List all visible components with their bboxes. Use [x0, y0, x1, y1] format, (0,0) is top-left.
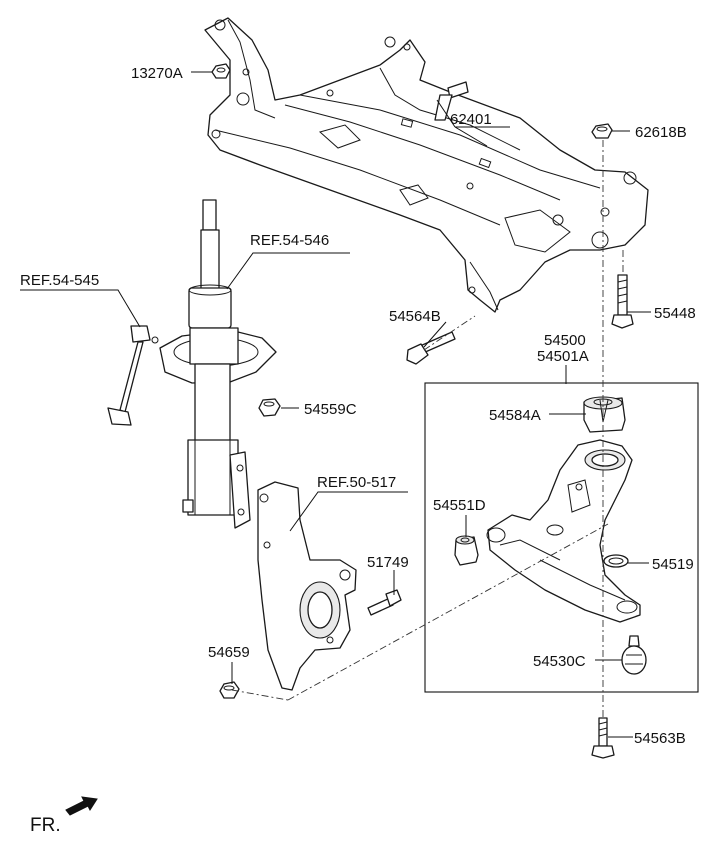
label-54501a: 54501A [537, 348, 589, 365]
strut-assembly [159, 199, 277, 529]
label-54584a: 54584A [489, 407, 541, 424]
bushing-54551d [454, 535, 479, 566]
assembly-center-lines [231, 140, 624, 720]
label-13270a: 13270A [131, 65, 183, 82]
label-54563b: 54563B [634, 730, 686, 747]
label-54559c: 54559C [304, 401, 357, 418]
clip-54519 [603, 554, 629, 568]
steering-knuckle [257, 481, 357, 691]
label-54500: 54500 [544, 332, 586, 349]
lower-control-arm [486, 439, 641, 623]
bolt-51749 [367, 589, 402, 616]
bolt-54564b [406, 331, 456, 365]
bushing-54584a [583, 396, 626, 433]
label-54551d: 54551D [433, 497, 486, 514]
stabilizer-link [107, 325, 159, 426]
label-ref-54-546: REF.54-546 [250, 232, 329, 249]
label-62618b: 62618B [635, 124, 687, 141]
label-54659: 54659 [208, 644, 250, 661]
label-54564b: 54564B [389, 308, 441, 325]
nut-13270a [211, 63, 231, 79]
label-ref-54-545: REF.54-545 [20, 272, 99, 289]
leader-lines [20, 71, 651, 738]
label-ref-50-517: REF.50-517 [317, 474, 396, 491]
label-62401: 62401 [450, 111, 492, 128]
nut-54659 [219, 681, 240, 699]
crossmember-subframe [204, 17, 649, 313]
nut-62618b [591, 123, 613, 139]
nut-54559c [258, 398, 281, 417]
label-54519: 54519 [652, 556, 694, 573]
bolt-55448 [611, 274, 634, 329]
crossmember-stud [434, 81, 469, 121]
label-51749: 51749 [367, 554, 409, 571]
label-54530c: 54530C [533, 653, 586, 670]
front-direction-label: FR. [30, 815, 61, 836]
label-55448: 55448 [654, 305, 696, 322]
ball-joint-54530c [621, 635, 647, 675]
bolt-54563b [591, 717, 615, 759]
front-direction-arrow-icon [65, 796, 98, 816]
lower-arm-assembly-box [424, 382, 699, 693]
